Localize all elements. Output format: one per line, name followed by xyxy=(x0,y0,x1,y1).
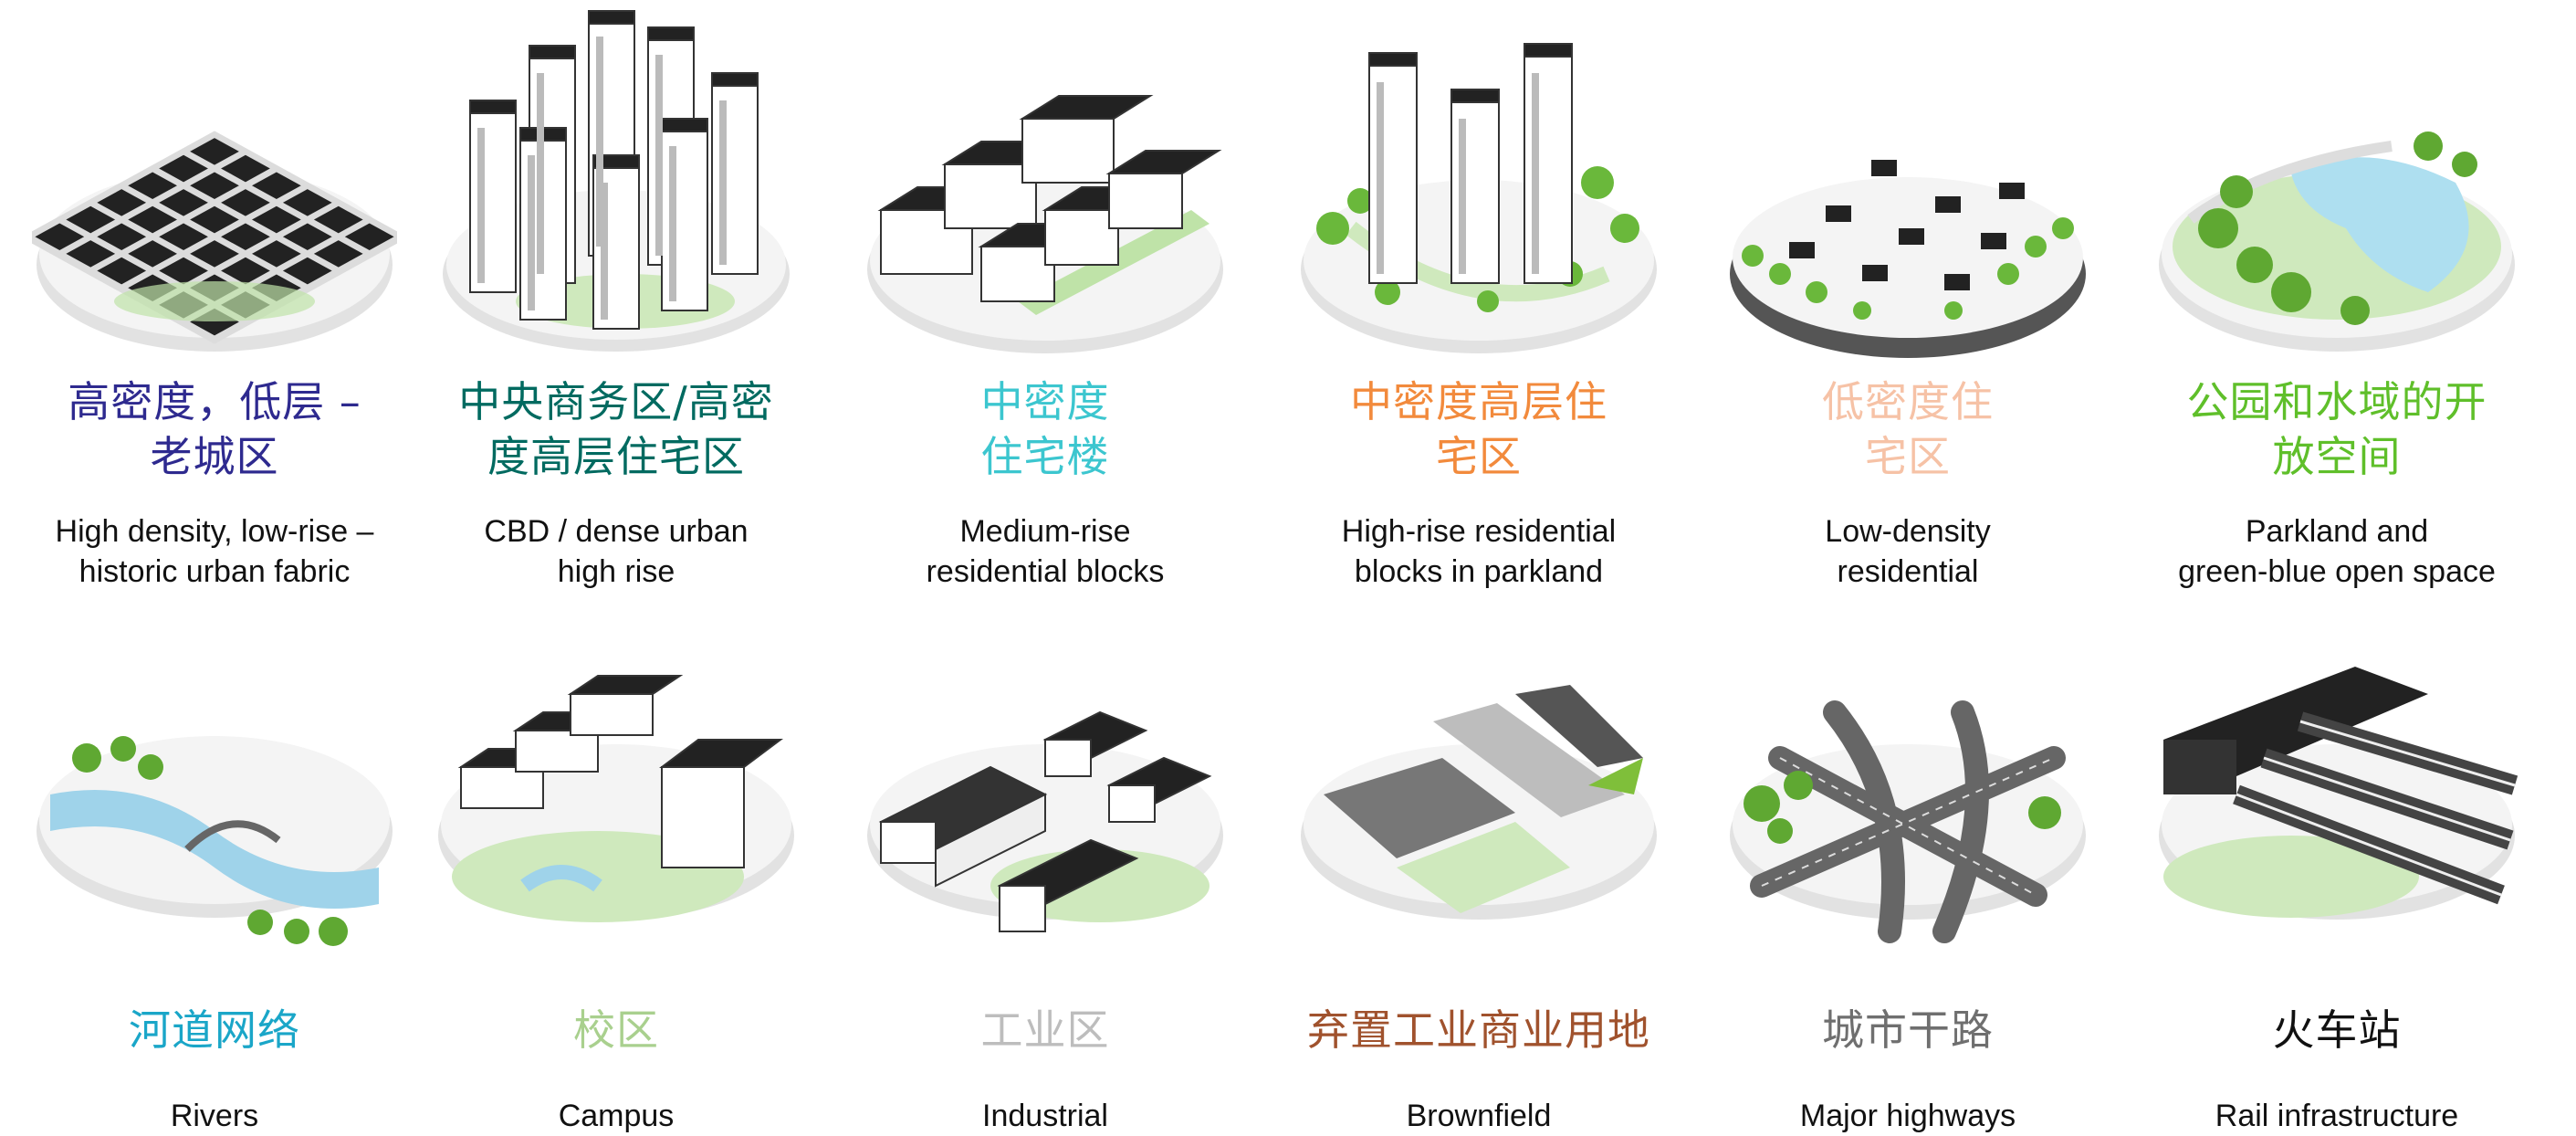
tile-cn-label: 校区 xyxy=(573,1005,659,1055)
grid-block xyxy=(97,223,147,251)
tile-cn-label: 中密度 住宅楼 xyxy=(980,377,1110,481)
tile-cn-label: 河道网络 xyxy=(129,1005,300,1055)
tile-cn-label: 城市干路 xyxy=(1822,1005,1994,1055)
grid-block xyxy=(128,240,177,268)
tile-cn-label: 低密度住 宅区 xyxy=(1822,377,1994,481)
grid-block xyxy=(344,223,394,251)
tile-cn-label: 中密度高层住 宅区 xyxy=(1350,377,1607,481)
tile-en-label: Campus xyxy=(558,1099,675,1133)
park-lake-icon xyxy=(2154,0,2519,374)
grid-block xyxy=(159,154,208,183)
factory-icon xyxy=(863,657,1228,1023)
grid-block xyxy=(66,240,116,268)
tile-en-label: High density, low-rise – historic urban … xyxy=(55,514,374,589)
tile-en-label: Rail infrastructure xyxy=(2215,1099,2459,1133)
tile-en-label: Medium-rise residential blocks xyxy=(926,514,1165,589)
grid-block xyxy=(221,154,270,183)
tile-en-label: Low-density residential xyxy=(1825,514,1991,589)
tile-en-label: High-rise residential blocks in parkland xyxy=(1341,514,1617,589)
tile-en-label: Industrial xyxy=(982,1099,1108,1133)
tile-cn-label: 火车站 xyxy=(2272,1005,2402,1055)
tile-cn-label: 中央商务区/高密 度高层住宅区 xyxy=(458,377,774,481)
medium-rise-blocks-icon xyxy=(863,0,1228,374)
tile-en-label: CBD / dense urban high rise xyxy=(484,514,749,589)
tile-cn-label: 公园和水域的开 放空间 xyxy=(2186,377,2487,481)
rail-station-icon xyxy=(2154,657,2519,1023)
grid-block xyxy=(35,223,85,251)
tile-en-label: Brownfield xyxy=(1406,1099,1552,1133)
tile-cn-label: 工业区 xyxy=(980,1005,1110,1055)
tile-en-label: Rivers xyxy=(170,1099,259,1133)
parkland-towers-icon xyxy=(1296,0,1661,374)
campus-icon xyxy=(434,657,799,1023)
highway-interchange-icon xyxy=(1725,657,2090,1023)
houses-icon xyxy=(1725,0,2090,374)
tile-en-label: Major highways xyxy=(1799,1099,2016,1133)
tile-cn-label: 弃置工业商业用地 xyxy=(1307,1005,1650,1055)
low-rise-grid-icon xyxy=(32,0,397,374)
cbd-towers-icon xyxy=(434,0,799,374)
tile-cn-label: 高密度，低层 – 老城区 xyxy=(68,377,361,481)
brownfield-icon xyxy=(1296,657,1661,1023)
tile-en-label: Parkland and green-blue open space xyxy=(2178,514,2496,589)
grid-block xyxy=(313,240,363,268)
grid-block xyxy=(190,240,239,268)
river-bridge-icon xyxy=(32,657,397,1023)
grid-block xyxy=(252,240,301,268)
